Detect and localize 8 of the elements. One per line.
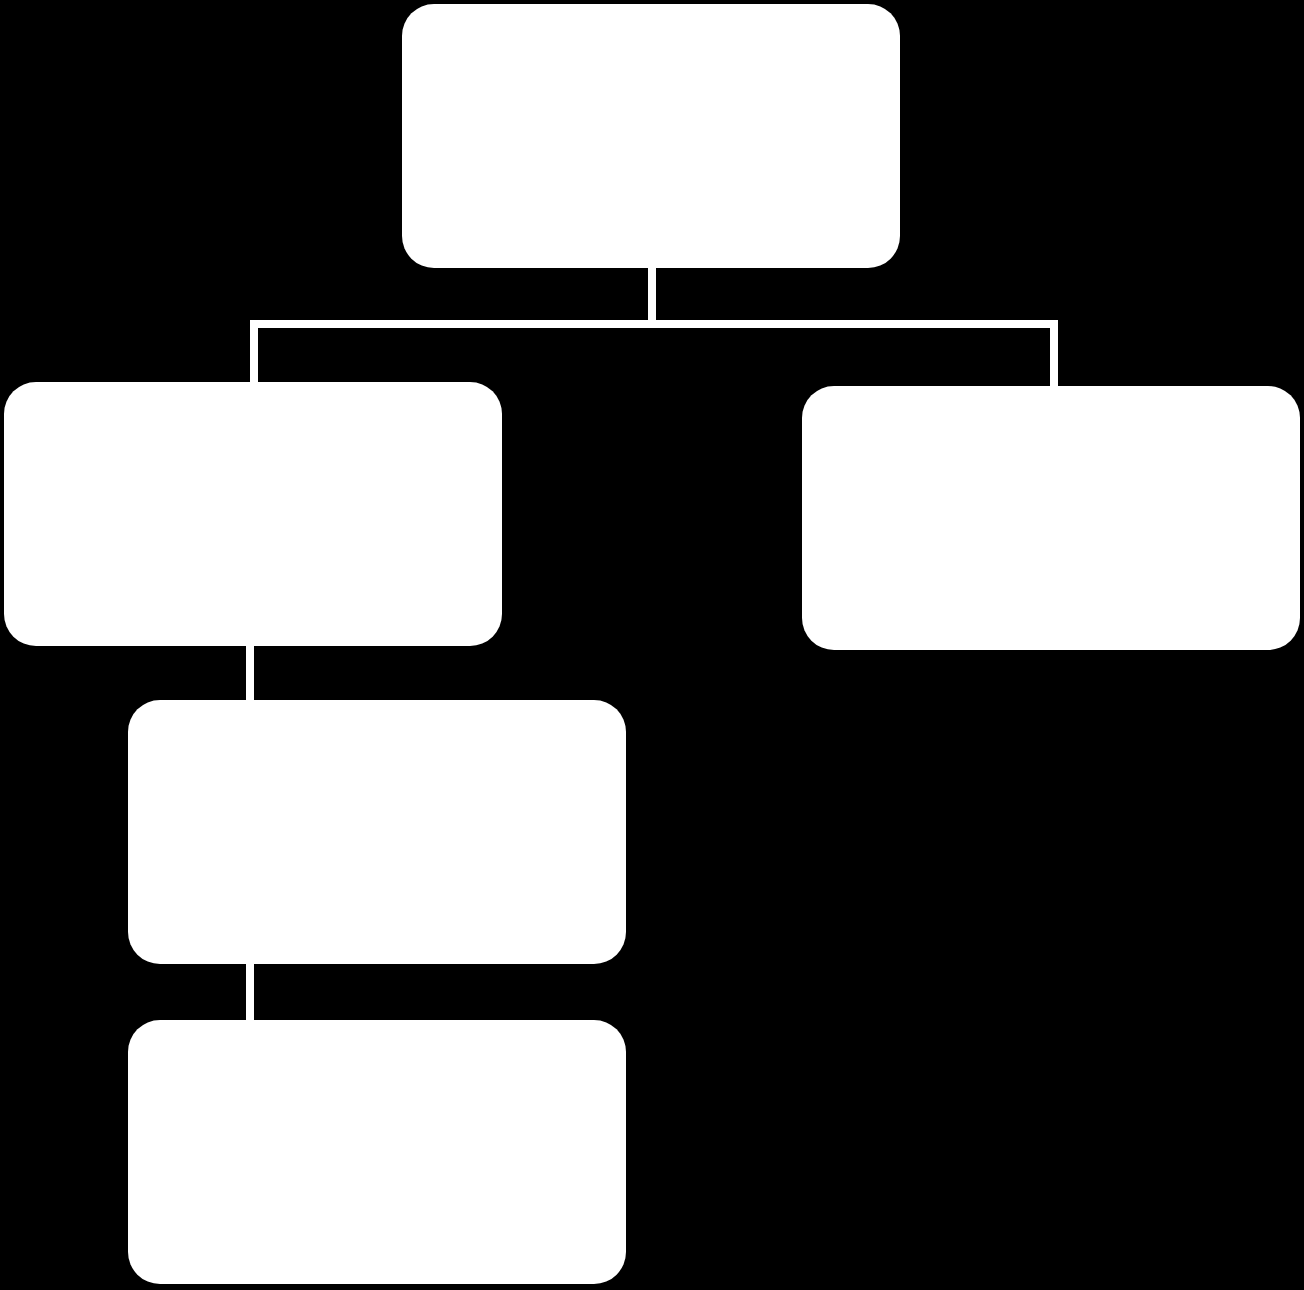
- connector-line: [246, 646, 254, 700]
- rounded-box: [802, 386, 1300, 650]
- rounded-box: [128, 1020, 626, 1284]
- connector-line: [246, 964, 254, 1020]
- rounded-box: [128, 700, 626, 964]
- rounded-box: [4, 382, 502, 646]
- connector-line: [648, 268, 1058, 386]
- rounded-box: [402, 4, 900, 268]
